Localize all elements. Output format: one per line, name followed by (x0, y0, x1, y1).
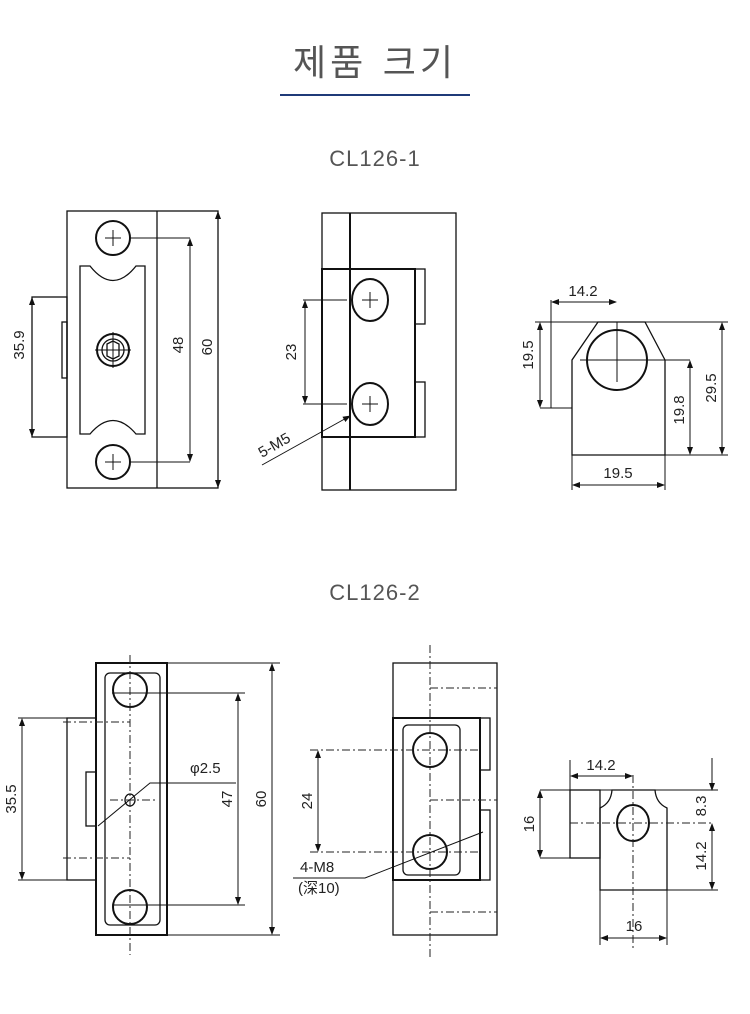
title-underline (280, 94, 470, 96)
dim-label: 14.2 (693, 841, 710, 870)
cl126-2-side-view: 24 4-M8 (深10) (293, 645, 498, 960)
thread-depth-note: (深10) (298, 880, 340, 897)
cl126-1-end-view: 14.2 19.5 19.8 29.5 19.5 (520, 283, 728, 490)
model-label-cl126-2: CL126-2 (329, 580, 421, 605)
pin-diameter-label: φ2.5 (190, 760, 221, 777)
thread-note: 4-M8 (300, 859, 334, 876)
model-label-cl126-1: CL126-1 (329, 146, 421, 171)
dim-label: 35.9 (11, 330, 28, 359)
dim-label: 8.3 (693, 796, 710, 817)
dim-label: 29.5 (703, 373, 720, 402)
dim-label: 19.8 (671, 395, 688, 424)
cl126-2-front-view: φ2.5 35.5 47 60 (3, 655, 280, 955)
dim-label: 19.5 (520, 340, 537, 369)
dim-label: 19.5 (603, 465, 632, 482)
dim-label: 24 (299, 793, 316, 810)
dim-label: 47 (219, 791, 236, 808)
dim-label: 48 (170, 337, 187, 354)
dim-label: 16 (521, 816, 538, 833)
dim-label: 60 (199, 339, 216, 356)
dim-label: 23 (283, 344, 300, 361)
dim-label: 14.2 (586, 757, 615, 774)
dim-label: 60 (253, 791, 270, 808)
page-title: 제품 크기 (293, 43, 457, 84)
thread-note: 5-M5 (256, 430, 294, 462)
cl126-2-end-view: 14.2 16 8.3 14.2 16 (521, 757, 718, 950)
dim-label: 16 (626, 918, 643, 935)
dim-label: 14.2 (568, 283, 597, 300)
cl126-1-front-view: 35.9 48 60 (11, 210, 221, 489)
cl126-1-side-view: 23 5-M5 (256, 212, 457, 491)
dim-label: 35.5 (3, 784, 20, 813)
